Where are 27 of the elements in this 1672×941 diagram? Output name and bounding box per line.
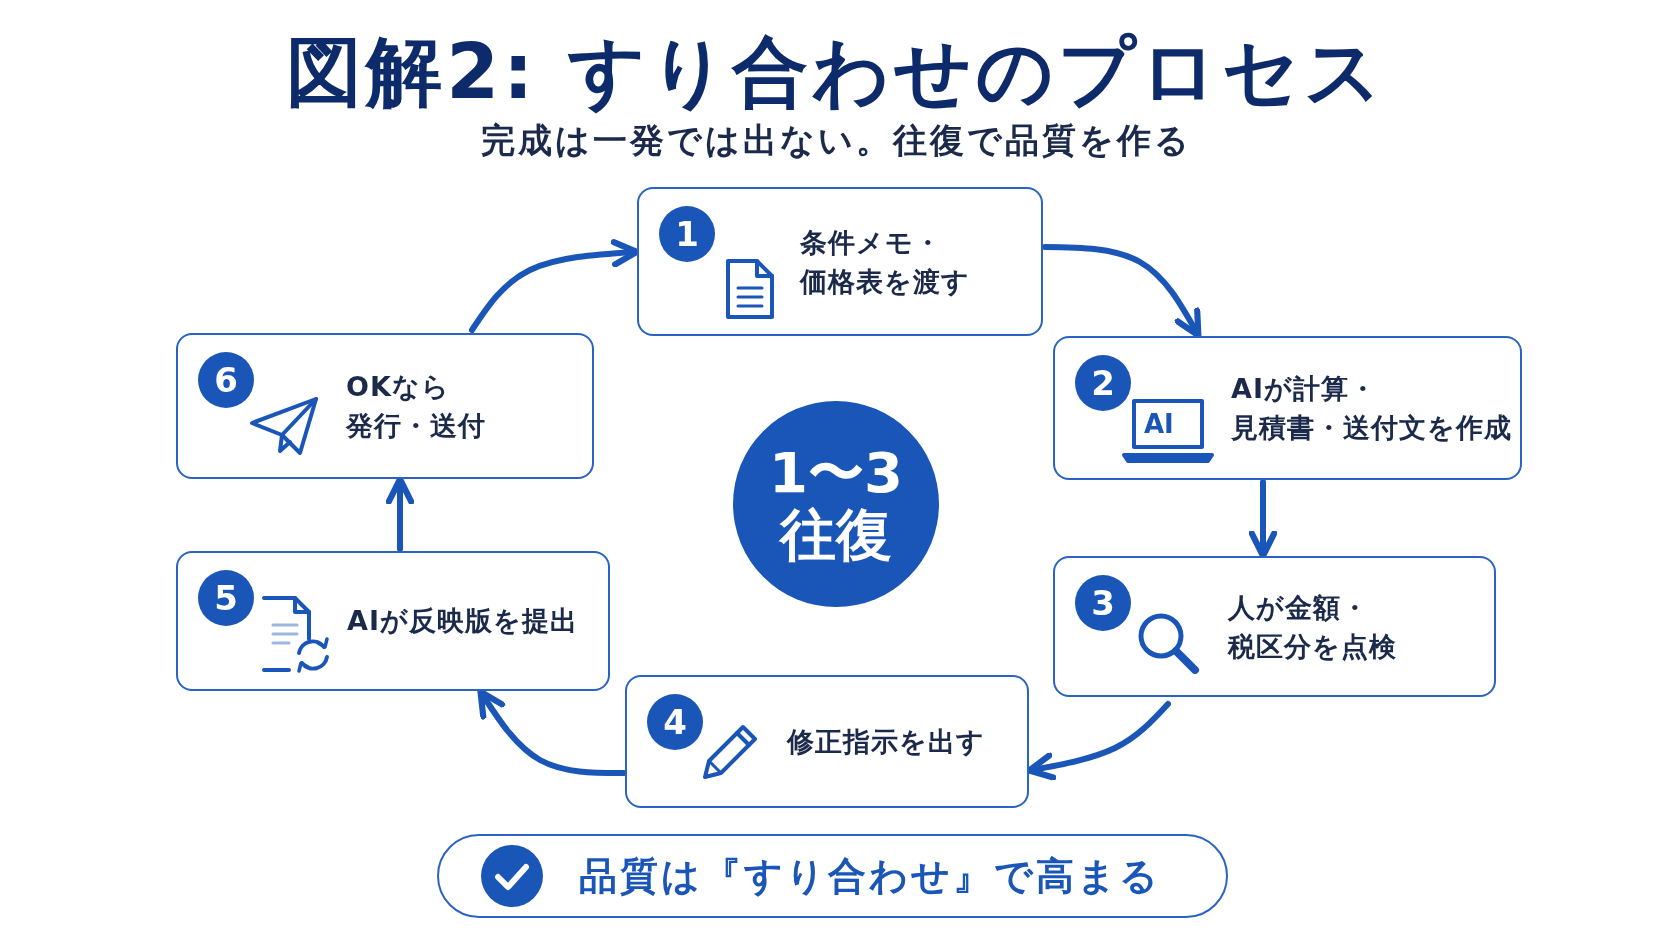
loop-count-text: 1〜3 往復 (769, 442, 903, 566)
step-text: OKなら発行・送付 (346, 369, 486, 443)
step-text: 人が金額・税区分を点検 (1228, 590, 1397, 664)
summary-text: 品質は『すり合わせ』で高まる (579, 852, 1161, 900)
arrow (1042, 244, 1202, 339)
step-card (625, 675, 1029, 808)
step-number: 5 (198, 570, 254, 626)
step-text: 条件メモ・価格表を渡す (800, 225, 970, 299)
step-card (176, 551, 610, 691)
step-card (176, 333, 594, 479)
screen-text: AI (1144, 409, 1174, 439)
subtitle: 完成は一発では出ない。往復で品質を作る (479, 119, 1193, 162)
step-text: 修正指示を出す (787, 724, 985, 759)
step-text: AIが反映版を提出 (347, 604, 578, 639)
diagram-title: 図解2: すり合わせのプロセス (285, 26, 1387, 118)
arrow (385, 476, 415, 552)
step-number: 2 (1075, 355, 1131, 411)
step-card (1053, 556, 1496, 697)
step-number: 6 (198, 352, 254, 408)
step-number: 1 (659, 206, 715, 262)
step-number: 4 (647, 694, 703, 750)
step-number: 3 (1075, 575, 1131, 631)
step-card (1053, 336, 1522, 480)
step-text: AIが計算・見積書・送付文を作成 (1231, 371, 1512, 445)
arrow (477, 688, 627, 776)
step-card (637, 187, 1043, 336)
arrow (1248, 479, 1278, 559)
